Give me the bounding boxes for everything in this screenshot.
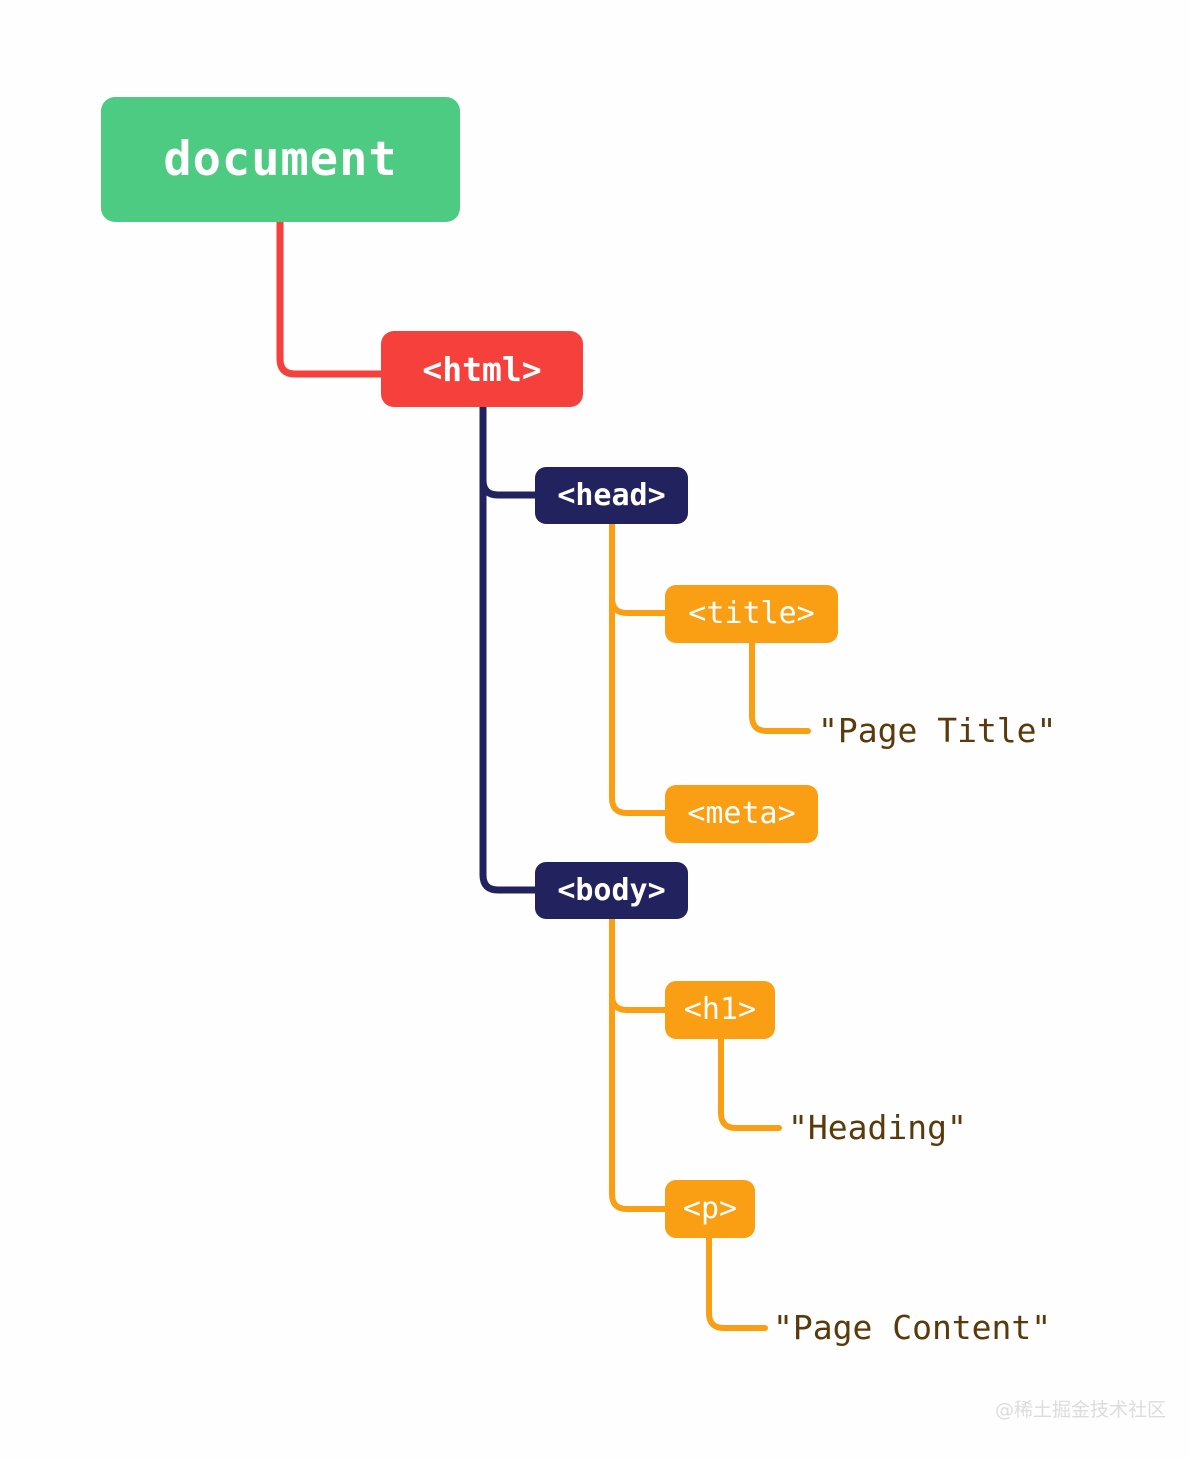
node-document-label: document	[163, 132, 398, 187]
node-head-label: <head>	[557, 477, 666, 513]
edge-body-to-p	[609, 914, 671, 1212]
edge-p-to-page-content-text	[706, 1233, 768, 1331]
node-title-label: <title>	[688, 596, 815, 631]
node-h1[interactable]: <h1>	[665, 981, 775, 1039]
node-head[interactable]: <head>	[535, 467, 688, 524]
node-body-label: <body>	[557, 872, 666, 908]
node-document[interactable]: document	[101, 97, 460, 222]
edge-html-to-head	[479, 401, 542, 499]
text-node-heading: "Heading"	[788, 1108, 967, 1147]
node-title[interactable]: <title>	[665, 585, 838, 643]
edge-document-to-html	[276, 218, 387, 378]
node-p[interactable]: <p>	[665, 1180, 755, 1238]
edge-html-to-body	[479, 401, 542, 894]
node-p-label: <p>	[682, 1191, 738, 1226]
text-node-page-title: "Page Title"	[818, 711, 1057, 750]
node-body[interactable]: <body>	[535, 862, 688, 919]
edge-head-to-meta	[609, 519, 671, 816]
text-node-page-content: "Page Content"	[773, 1308, 1052, 1347]
node-h1-label: <h1>	[683, 992, 757, 1027]
edge-body-to-h1	[609, 914, 671, 1013]
node-meta[interactable]: <meta>	[665, 785, 818, 843]
watermark: @稀土掘金技术社区	[994, 1399, 1166, 1421]
node-html[interactable]: <html>	[381, 331, 583, 407]
edge-title-to-page-title-text	[749, 638, 811, 734]
node-html-label: <html>	[422, 349, 542, 389]
node-meta-label: <meta>	[687, 796, 796, 831]
edge-h1-to-heading-text	[718, 1034, 782, 1131]
edge-head-to-title	[609, 519, 671, 616]
